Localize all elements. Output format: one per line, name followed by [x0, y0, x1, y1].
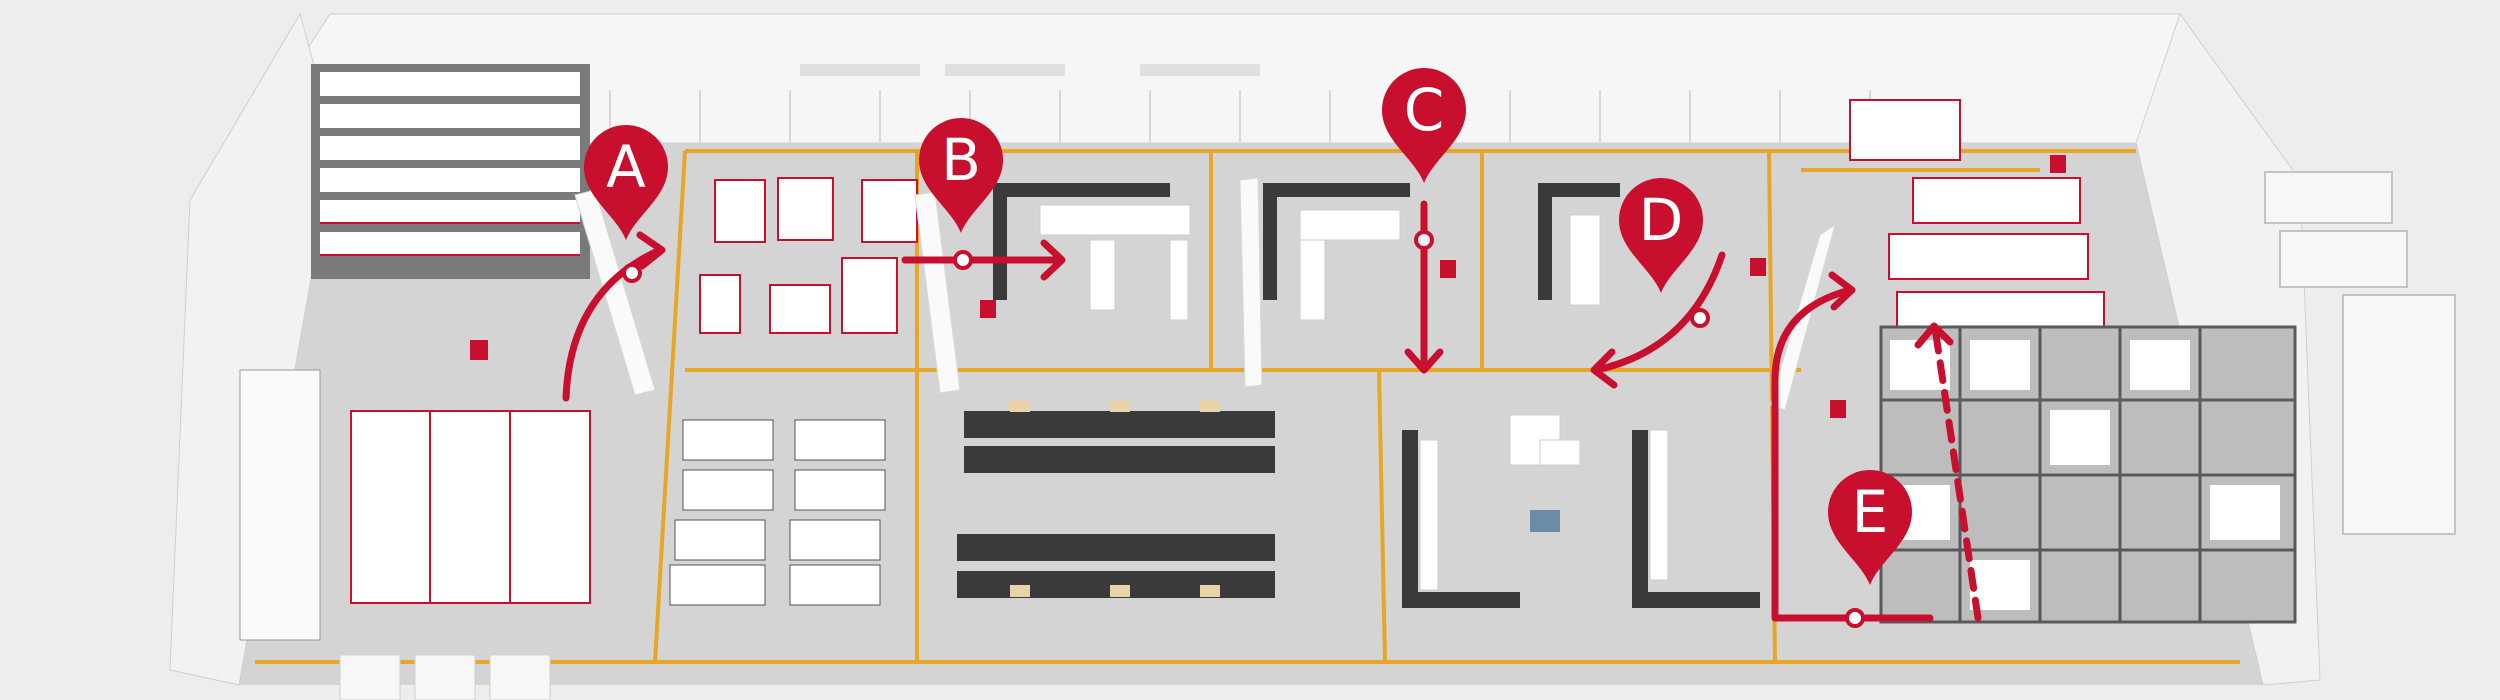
skylight [800, 64, 920, 76]
sorting-conveyor-C [1263, 183, 1410, 300]
boxes-sorting-area [1039, 204, 1601, 321]
marker-label: D [1639, 186, 1684, 254]
workstation [1530, 510, 1560, 532]
back-wall-panels [609, 90, 1871, 143]
arrow-e-head [1828, 271, 1856, 311]
marker-d[interactable]: D [1619, 178, 1703, 293]
arrow-a-path [562, 246, 664, 402]
pallet-racks-top-left [311, 64, 590, 279]
marker-label: A [606, 133, 646, 201]
packing-conveyors [957, 400, 1275, 598]
arrow-a-head [636, 231, 666, 270]
trucks [2264, 171, 2456, 535]
arrow-e-dashed-head [1914, 322, 1954, 349]
storage-shelves-right [1849, 99, 2105, 328]
storage-shelves-left [350, 410, 591, 604]
arrow-e-dashed [1931, 324, 1982, 622]
skylight [1140, 64, 1260, 76]
dispatch-boxes [1419, 414, 1669, 591]
map-pin-icon [919, 118, 1003, 233]
pallet-racks-right [1879, 325, 2297, 624]
marker-e[interactable]: E [1828, 470, 1912, 585]
skylight [945, 64, 1065, 76]
forklifts [470, 155, 2066, 418]
marker-label: C [1404, 76, 1445, 144]
arrow-e-path [1771, 286, 1934, 622]
map-pin-icon [1828, 470, 1912, 585]
arrow-c-head [1404, 348, 1444, 374]
arrow-b-head [1040, 239, 1066, 281]
front-wall-segments [339, 654, 551, 700]
arrow-d-path [1592, 251, 1726, 374]
dispatch-conveyors [1402, 430, 1760, 608]
flow-arrow-nodes [622, 230, 1865, 628]
map-pin-icon [1619, 178, 1703, 293]
shelving-unit-left-wall [239, 369, 321, 641]
map-pin-icon [1382, 68, 1466, 183]
arrow-d-head [1590, 348, 1618, 389]
marker-label: B [941, 126, 981, 194]
marker-b[interactable]: B [919, 118, 1003, 233]
flow-arrows [562, 200, 1982, 622]
pallet-area-goods-in [699, 177, 918, 334]
map-pin-icon [584, 125, 668, 240]
marker-c[interactable]: C [1382, 68, 1466, 183]
picking-stations [669, 419, 886, 606]
marker-label: E [1852, 478, 1889, 546]
marker-a[interactable]: A [584, 125, 668, 240]
sorting-conveyor-D [1538, 183, 1620, 300]
